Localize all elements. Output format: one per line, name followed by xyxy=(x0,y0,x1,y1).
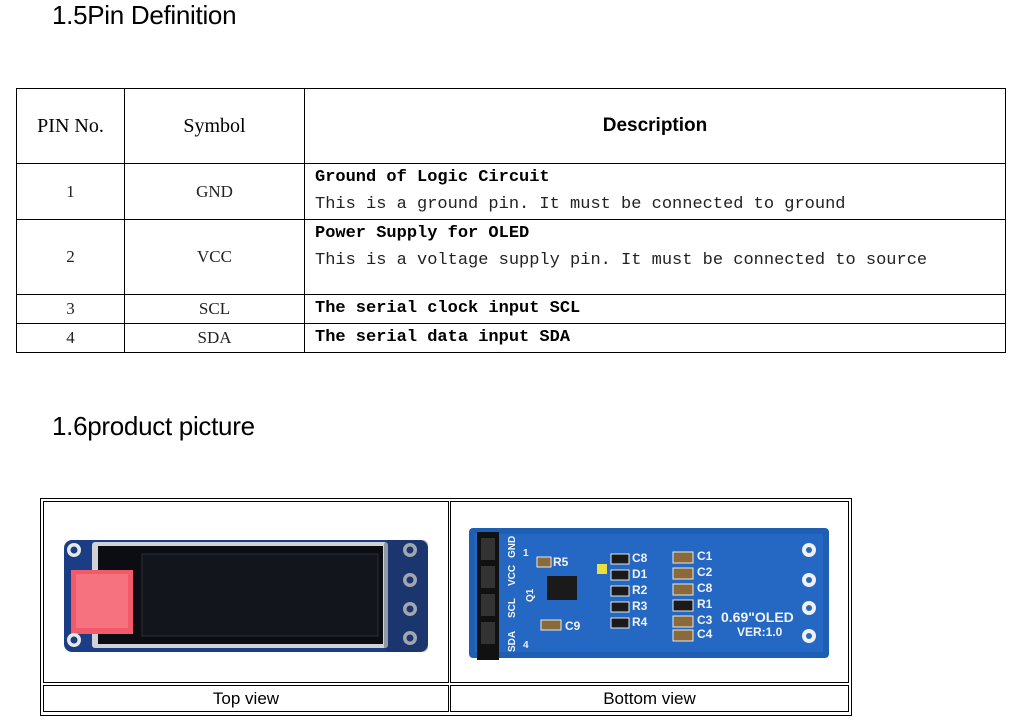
pin-description: Power Supply for OLED This is a voltage … xyxy=(304,219,1006,295)
bottom-view-caption: Bottom view xyxy=(450,685,849,712)
bottom-view-photo: SDA SCL VCC GND 4 1 R5 Q1 C9 C8 D1 R2 R3… xyxy=(450,501,849,683)
pin-description: The serial clock input SCL xyxy=(304,294,1006,324)
part-label-c3: C3 xyxy=(697,613,713,627)
section-heading-product-picture: 1.6product picture xyxy=(52,411,255,441)
part-label-c2: C2 xyxy=(697,565,713,579)
pin-number: 2 xyxy=(16,219,125,295)
product-picture-table: SDA SCL VCC GND 4 1 R5 Q1 C9 C8 D1 R2 R3… xyxy=(40,498,852,716)
header-description: Description xyxy=(304,88,1006,164)
part-label-r5: R5 xyxy=(553,555,569,569)
part-label-r3: R3 xyxy=(632,599,648,613)
part-label-r2: R2 xyxy=(632,583,648,597)
description-title: The serial data input SDA xyxy=(315,328,571,347)
part-label-r1: R1 xyxy=(697,597,713,611)
part-label-c4: C4 xyxy=(697,627,713,641)
part-label-c8b: C8 xyxy=(697,581,713,595)
pin-number: 3 xyxy=(16,294,125,324)
table-row: 3 SCL The serial clock input SCL xyxy=(16,294,1006,324)
description-title: Ground of Logic Circuit xyxy=(315,168,550,187)
pin-label-scl: SCL xyxy=(507,598,518,618)
description-title: The serial clock input SCL xyxy=(315,299,581,318)
header-symbol: Symbol xyxy=(124,88,305,164)
pin-label-gnd: GND xyxy=(507,536,518,558)
pin-description: Ground of Logic Circuit This is a ground… xyxy=(304,163,1006,220)
part-label-q1: Q1 xyxy=(525,588,536,602)
pin-label-vcc: VCC xyxy=(507,565,518,586)
part-label-r4: R4 xyxy=(632,615,648,629)
part-label-c1: C1 xyxy=(697,549,713,563)
pin-description: The serial data input SDA xyxy=(304,323,1006,353)
pin-number: 1 xyxy=(16,163,125,220)
pin-number-1: 1 xyxy=(523,548,529,559)
table-row: 2 VCC Power Supply for OLED This is a vo… xyxy=(16,219,1006,295)
header-pin-no: PIN No. xyxy=(16,88,125,164)
table-row: 1 GND Ground of Logic Circuit This is a … xyxy=(16,163,1006,220)
table-row: 4 SDA The serial data input SDA xyxy=(16,323,1006,353)
top-view-caption: Top view xyxy=(43,685,449,712)
pin-symbol: SCL xyxy=(124,294,305,324)
part-label-d1: D1 xyxy=(632,567,648,581)
pin-definition-table: PIN No. Symbol Description 1 GND Ground … xyxy=(16,88,1006,353)
pin-number-4: 4 xyxy=(523,640,529,651)
part-label-c8: C8 xyxy=(632,551,648,565)
pin-symbol: SDA xyxy=(124,323,305,353)
pin-number: 4 xyxy=(16,323,125,353)
description-title: Power Supply for OLED xyxy=(315,224,530,243)
section-heading-pin-definition: 1.5Pin Definition xyxy=(52,0,237,30)
board-version: VER:1.0 xyxy=(737,625,783,639)
board-marking: 0.69"OLED xyxy=(721,609,794,625)
oled-module-bottom-image: SDA SCL VCC GND 4 1 R5 Q1 C9 C8 D1 R2 R3… xyxy=(469,528,829,660)
pin-label-sda: SDA xyxy=(507,631,518,652)
description-text: This is a ground pin. It must be connect… xyxy=(315,195,846,214)
part-label-c9: C9 xyxy=(565,619,581,633)
pin-symbol: VCC xyxy=(124,219,305,295)
description-text: This is a voltage supply pin. It must be… xyxy=(315,251,928,270)
pin-symbol: GND xyxy=(124,163,305,220)
top-view-photo xyxy=(43,501,449,683)
oled-module-top-image xyxy=(64,540,428,652)
table-header-row: PIN No. Symbol Description xyxy=(16,88,1006,164)
